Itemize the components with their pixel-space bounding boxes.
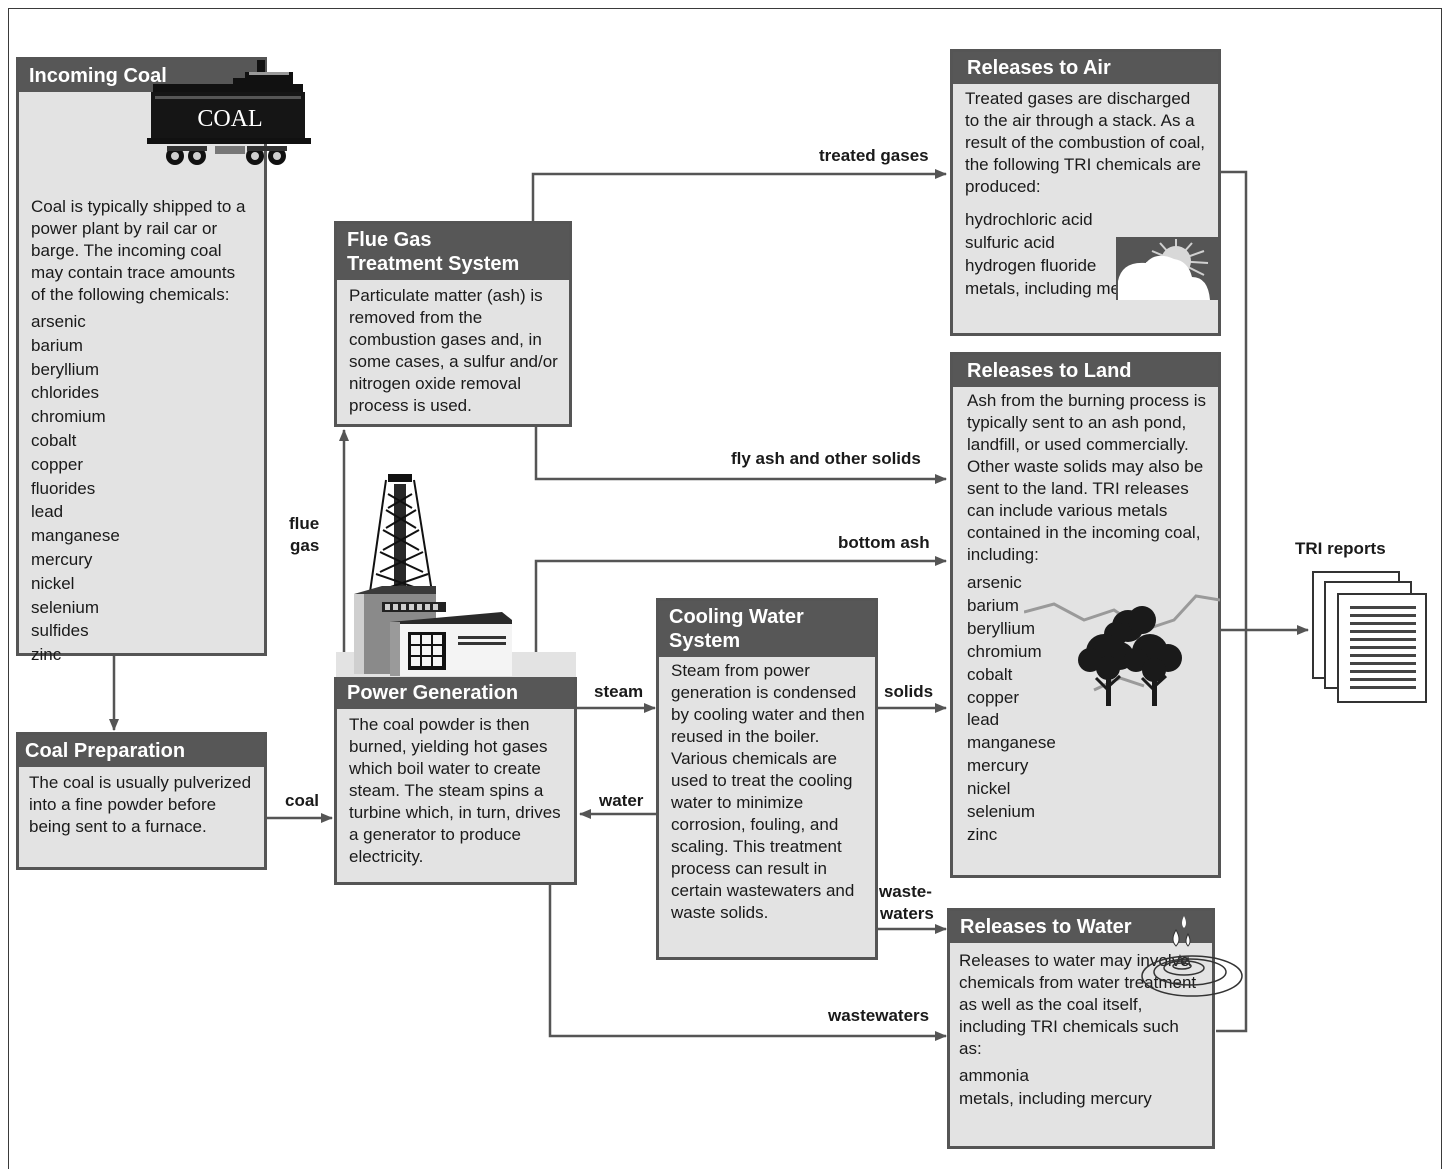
chemical-item: arsenic bbox=[31, 312, 86, 331]
chemical-item: cobalt bbox=[31, 430, 77, 450]
chemical-item: chromium bbox=[31, 407, 106, 427]
label-water: water bbox=[599, 791, 644, 810]
cooling-water-text: Steam from power generation is condensed… bbox=[671, 661, 865, 922]
chemical-item: chlorides bbox=[31, 383, 100, 403]
chemical-item: ammonia bbox=[959, 1066, 1029, 1085]
releases-to-land-text: Ash from the burning process is typicall… bbox=[967, 391, 1207, 564]
chemical-item: sulfuric acid bbox=[965, 233, 1055, 252]
releases-to-water-text: Releases to water may involve chemicals … bbox=[959, 951, 1197, 1058]
label-wastewaters: wastewaters bbox=[828, 1006, 930, 1025]
flue-gas-text: Particulate matter (ash) is removed from… bbox=[349, 286, 558, 415]
chemical-item: mercury bbox=[31, 549, 93, 569]
chemical-item: sulfides bbox=[31, 621, 89, 641]
chemical-item: nickel bbox=[31, 573, 75, 593]
power-generation-text: The coal powder is then burned, yielding… bbox=[349, 715, 561, 866]
incoming-coal-chemical-list: arsenic barium beryllium chlorides chromium c… bbox=[31, 310, 254, 667]
chemical-item: mercury bbox=[967, 756, 1029, 776]
trees-hills-icon bbox=[1024, 594, 1220, 706]
label-flue-gas-1: flue bbox=[289, 514, 320, 533]
releases-to-air-chemical-list: hydrochloric acid sulfuric acid hydrogen f… bbox=[965, 208, 1208, 300]
releases-to-air-title: Releases to Air bbox=[953, 52, 1218, 84]
rail-car-coal-label: COAL bbox=[197, 106, 262, 132]
coal-rail-car-icon: COAL bbox=[147, 60, 311, 165]
incoming-coal-text: Coal is typically shipped to a power pla… bbox=[31, 197, 246, 304]
water-drop-splash-icon bbox=[1141, 916, 1243, 997]
power-plant-icon bbox=[336, 474, 576, 678]
power-generation-box: Power Generation The coal powder is then… bbox=[334, 677, 577, 885]
label-treated-gases: treated gases bbox=[819, 146, 929, 165]
arrow-power-wastewaters bbox=[548, 884, 947, 1041]
chemical-item: beryllium bbox=[967, 618, 1036, 638]
chemical-item: fluorides bbox=[31, 478, 96, 498]
releases-to-air-text: Treated gases are discharged to the air … bbox=[965, 89, 1206, 196]
label-bottom-ash: bottom ash bbox=[838, 533, 930, 552]
releases-to-land-chemical-list: arsenic barium beryllium chromium cobalt copp… bbox=[967, 572, 1208, 847]
chemical-item: barium bbox=[31, 335, 83, 355]
tri-reports-documents-icon bbox=[1312, 571, 1427, 703]
flue-gas-title-line2: Treatment System bbox=[347, 253, 520, 275]
chemical-item: hydrogen fluoride bbox=[965, 256, 1097, 275]
arrow-bottom-ash bbox=[534, 556, 947, 652]
coal-preparation-text: The coal is usually pulverized into a fi… bbox=[29, 773, 252, 836]
flue-gas-treatment-box: Flue Gas Treatment System Particulate ma… bbox=[334, 221, 572, 427]
chemical-item: zinc bbox=[967, 824, 998, 844]
label-steam: steam bbox=[594, 682, 644, 701]
label-solids: solids bbox=[884, 682, 934, 701]
arrow-fly-ash bbox=[534, 425, 947, 484]
releases-to-air-box: Releases to Air Treated gases are discha… bbox=[950, 49, 1221, 336]
releases-to-water-chemical-list: ammonia metals, including mercury bbox=[959, 1064, 1202, 1110]
flue-gas-title-line1: Flue Gas bbox=[347, 229, 432, 251]
chemical-item: selenium bbox=[967, 802, 1036, 822]
chemical-item: copper bbox=[31, 454, 83, 474]
chemical-item: metals, including mercury bbox=[959, 1089, 1152, 1108]
chemical-item: selenium bbox=[31, 597, 100, 617]
chemical-item: chromium bbox=[967, 641, 1042, 661]
coal-preparation-title: Coal Preparation bbox=[19, 735, 264, 767]
chemical-item: manganese bbox=[31, 526, 120, 546]
chemical-item: zinc bbox=[31, 645, 62, 665]
chemical-item: arsenic bbox=[967, 573, 1022, 592]
chemical-item: lead bbox=[967, 710, 1000, 730]
releases-to-land-title: Releases to Land bbox=[953, 355, 1218, 387]
chemical-item: metals, including mercury bbox=[965, 279, 1158, 298]
releases-to-water-title: Releases to Water bbox=[950, 911, 1212, 943]
cooling-water-title-line2: System bbox=[669, 630, 741, 652]
connector-air-to-tri bbox=[1216, 170, 1248, 1033]
label-cooling-wastewaters-2: waters bbox=[880, 904, 934, 923]
coal-preparation-box: Coal Preparation The coal is usually pul… bbox=[16, 732, 267, 870]
figure-frame bbox=[8, 8, 1442, 1169]
chemical-item: hydrochloric acid bbox=[965, 210, 1093, 229]
chemical-item: cobalt bbox=[967, 664, 1013, 684]
chemical-item: lead bbox=[31, 502, 64, 522]
chemical-item: manganese bbox=[967, 733, 1056, 753]
label-flue-gas-2: gas bbox=[290, 536, 320, 555]
releases-to-land-box: Releases to Land Ash from the burning pr… bbox=[950, 352, 1221, 878]
chemical-item: copper bbox=[967, 687, 1019, 707]
label-coal: coal bbox=[285, 791, 320, 810]
cooling-water-box: Cooling Water System Steam from power ge… bbox=[656, 598, 878, 960]
cooling-water-title-line1: Cooling Water bbox=[669, 606, 804, 628]
chemical-item: barium bbox=[967, 595, 1019, 615]
incoming-coal-box: Incoming Coal Coal is typically shipped … bbox=[16, 57, 267, 664]
label-tri-reports: TRI reports bbox=[1295, 539, 1386, 558]
chemical-item: beryllium bbox=[31, 359, 100, 379]
arrow-treated-gases bbox=[531, 169, 947, 222]
power-generation-title: Power Generation bbox=[337, 677, 574, 709]
releases-to-water-box: Releases to Water Releases to water may … bbox=[947, 908, 1215, 1149]
label-cooling-wastewaters-1: waste- bbox=[879, 882, 932, 901]
chemical-item: nickel bbox=[967, 779, 1011, 799]
label-fly-ash: fly ash and other solids bbox=[731, 449, 921, 468]
sun-cloud-icon bbox=[1116, 237, 1218, 300]
